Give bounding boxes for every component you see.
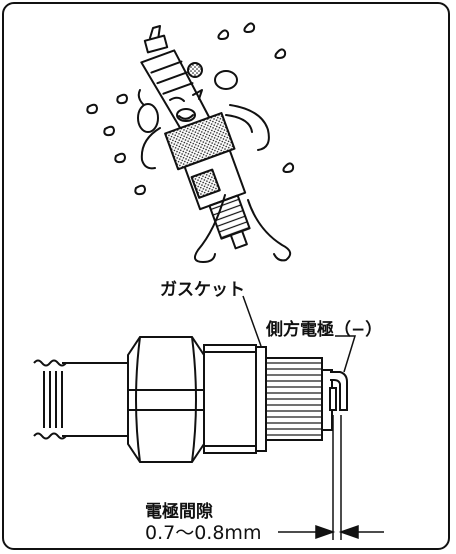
side-electrode-label: 側方電極（−） [266,320,383,340]
diagram-frame [2,2,450,550]
spark-plug-icon [33,336,348,463]
gap-arrow-icon [278,524,384,540]
electrode-gap-label: 電極間隙 [145,502,213,522]
gasket-label: ガスケット [160,280,245,300]
sweat-drop-icon [86,22,295,196]
leader-lines [242,295,357,540]
spark-plug-character-icon [137,25,292,263]
gap-range-label: 0.7〜0.8mm [145,522,262,544]
